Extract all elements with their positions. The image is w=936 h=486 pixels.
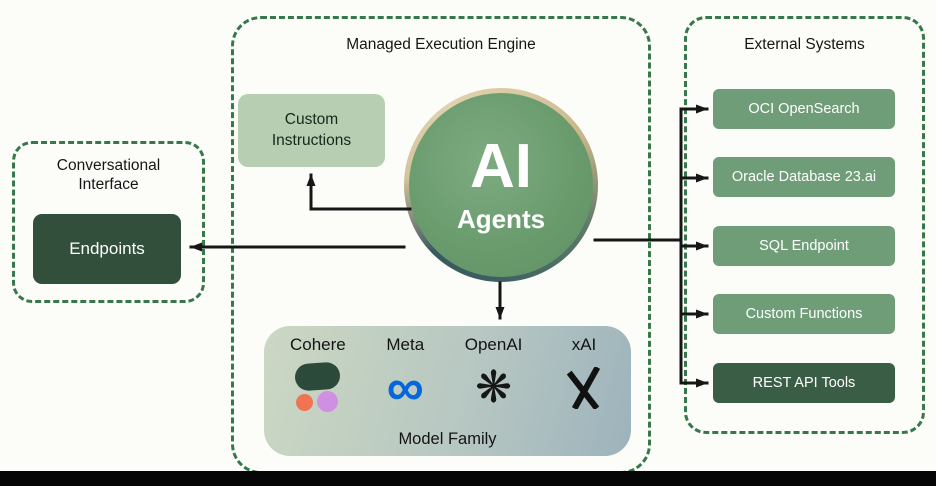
ai-agents-node: AI Agents: [404, 88, 598, 282]
ai-agents-line2: Agents: [456, 203, 546, 234]
rest-api-tools-label: REST API Tools: [752, 375, 856, 391]
external-system-oci-opensearch: OCI OpenSearch: [713, 89, 895, 129]
provider-cohere-label: Cohere: [290, 335, 346, 354]
xai-icon: [566, 367, 601, 409]
meta-logo-slot: ∞: [387, 360, 424, 416]
meta-icon: ∞: [386, 358, 424, 417]
bottom-black-bar: [0, 471, 936, 486]
external-system-oracle-database: Oracle Database 23.ai: [713, 157, 895, 197]
oracle-database-label: Oracle Database 23.ai: [731, 169, 877, 185]
model-provider-row: Cohere Meta ∞ OpenAI ❋: [264, 326, 631, 416]
model-family-node: Cohere Meta ∞ OpenAI ❋: [264, 326, 631, 456]
external-system-sql-endpoint: SQL Endpoint: [713, 226, 895, 266]
external-system-rest-api-tools: REST API Tools: [713, 363, 895, 403]
conversational-interface-group: Conversational Interface: [12, 141, 205, 303]
provider-xai: xAI: [563, 335, 605, 416]
cohere-purple-dot: [316, 391, 338, 412]
external-systems-title: External Systems: [744, 36, 865, 53]
external-systems-group: External Systems: [684, 16, 925, 434]
external-system-custom-functions: Custom Functions: [713, 294, 895, 334]
provider-cohere: Cohere: [290, 335, 346, 416]
cohere-bean-shape: [293, 361, 341, 392]
openai-icon: ❋: [475, 363, 513, 412]
provider-openai: OpenAI ❋: [465, 335, 523, 416]
sql-endpoint-label: SQL Endpoint: [759, 238, 849, 254]
provider-meta: Meta ∞: [386, 335, 424, 416]
oci-opensearch-label: OCI OpenSearch: [748, 101, 860, 117]
endpoints-label: Endpoints: [69, 239, 145, 258]
model-family-label: Model Family: [398, 430, 497, 448]
custom-instructions-label: Custom Instructions: [271, 111, 352, 149]
cohere-logo-slot: [292, 360, 344, 416]
endpoints-node: Endpoints: [33, 214, 181, 284]
provider-openai-label: OpenAI: [464, 335, 523, 354]
ai-agents-circle: AI Agents: [409, 93, 593, 277]
xai-logo-slot: [563, 360, 605, 416]
provider-meta-label: Meta: [386, 335, 425, 354]
openai-logo-slot: ❋: [475, 360, 512, 416]
custom-functions-label: Custom Functions: [745, 306, 863, 322]
custom-instructions-node: Custom Instructions: [238, 94, 385, 167]
managed-execution-engine-title: Managed Execution Engine: [346, 36, 536, 53]
provider-xai-label: xAI: [571, 335, 597, 354]
conversational-interface-title: Conversational Interface: [56, 157, 161, 194]
cohere-icon: [292, 361, 344, 414]
cohere-orange-dot: [295, 394, 313, 411]
ai-agents-line1: AI: [470, 131, 532, 201]
